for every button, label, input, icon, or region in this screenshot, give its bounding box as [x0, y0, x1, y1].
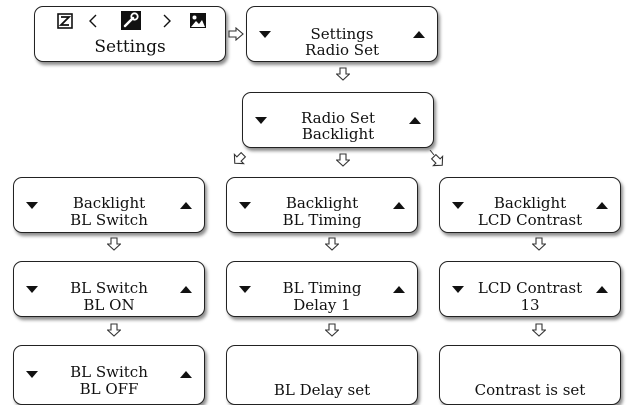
backlight-bl-switch-node: Backlight BL Switch — [13, 177, 205, 233]
backlight-lcd-contrast-node: Backlight LCD Contrast — [439, 177, 621, 233]
node-line2: Backlight — [301, 125, 375, 143]
contrast-set-node: Contrast is set — [439, 345, 621, 405]
flow-arrow-down — [532, 323, 546, 337]
node-line1: BL Switch — [70, 363, 148, 381]
flow-arrow-down — [336, 153, 350, 167]
bl-switch-on-node: BL Switch BL ON — [13, 261, 205, 317]
flow-arrow-down — [532, 237, 546, 251]
home-screen-node: Settings — [34, 6, 226, 62]
scroll-up-icon — [393, 202, 405, 209]
scroll-up-icon — [180, 286, 192, 293]
scroll-down-icon — [255, 117, 267, 124]
node-line2: Delay 1 — [293, 296, 351, 314]
settings-node: Settings Radio Set — [246, 6, 438, 62]
scroll-down-icon — [26, 202, 38, 209]
flow-arrow-down — [325, 237, 339, 251]
flow-arrow-down — [107, 323, 121, 337]
scroll-up-icon — [409, 117, 421, 124]
node-line1: BL Switch — [70, 279, 148, 297]
flow-arrow-down — [336, 67, 350, 81]
scroll-down-icon — [452, 202, 464, 209]
scroll-up-icon — [180, 371, 192, 378]
flow-arrow-down-right — [428, 150, 448, 170]
node-line2: BL Timing — [282, 211, 362, 229]
node-line1: LCD Contrast — [477, 279, 583, 297]
node-line1: Backlight — [493, 194, 567, 212]
flow-arrow-down — [325, 323, 339, 337]
node-line2: BL OFF — [79, 380, 139, 398]
scroll-down-icon — [26, 286, 38, 293]
node-line1: Backlight — [285, 194, 359, 212]
scroll-up-icon — [596, 202, 608, 209]
scroll-up-icon — [393, 286, 405, 293]
node-line2: 13 — [520, 296, 540, 314]
bl-switch-off-node: BL Switch BL OFF — [13, 345, 205, 405]
bl-delay-set-node: BL Delay set — [226, 345, 418, 405]
node-line2: BL Delay set — [273, 381, 371, 399]
node-line2: Contrast is set — [474, 381, 586, 399]
scroll-up-icon — [596, 286, 608, 293]
node-line1: BL Timing — [282, 279, 362, 297]
flow-arrow-down — [107, 237, 121, 251]
node-line1: Settings — [310, 25, 374, 43]
node-line2: BL Switch — [70, 211, 148, 229]
chevron-left-icon — [89, 14, 97, 28]
scroll-up-icon — [180, 202, 192, 209]
backlight-bl-timing-node: Backlight BL Timing — [226, 177, 418, 233]
scroll-down-icon — [239, 202, 251, 209]
home-title: Settings — [94, 37, 166, 57]
node-line2: BL ON — [83, 296, 135, 314]
bl-timing-delay-node: BL Timing Delay 1 — [226, 261, 418, 317]
photo-icon — [190, 13, 206, 28]
chevron-right-icon — [163, 14, 171, 28]
scroll-down-icon — [239, 286, 251, 293]
node-line1: Backlight — [72, 194, 146, 212]
radio-set-node: Radio Set Backlight — [242, 92, 434, 148]
flow-arrow-down-left — [230, 150, 248, 168]
node-line2: Radio Set — [305, 41, 379, 59]
clear-icon — [57, 13, 73, 29]
flow-arrow-right — [228, 27, 244, 41]
node-line2: LCD Contrast — [477, 211, 583, 229]
scroll-down-icon — [26, 371, 38, 378]
wrench-icon — [121, 11, 141, 30]
scroll-up-icon — [413, 31, 425, 38]
lcd-contrast-value-node: LCD Contrast 13 — [439, 261, 621, 317]
node-line1: Radio Set — [301, 109, 375, 127]
scroll-down-icon — [452, 286, 464, 293]
scroll-down-icon — [259, 31, 271, 38]
